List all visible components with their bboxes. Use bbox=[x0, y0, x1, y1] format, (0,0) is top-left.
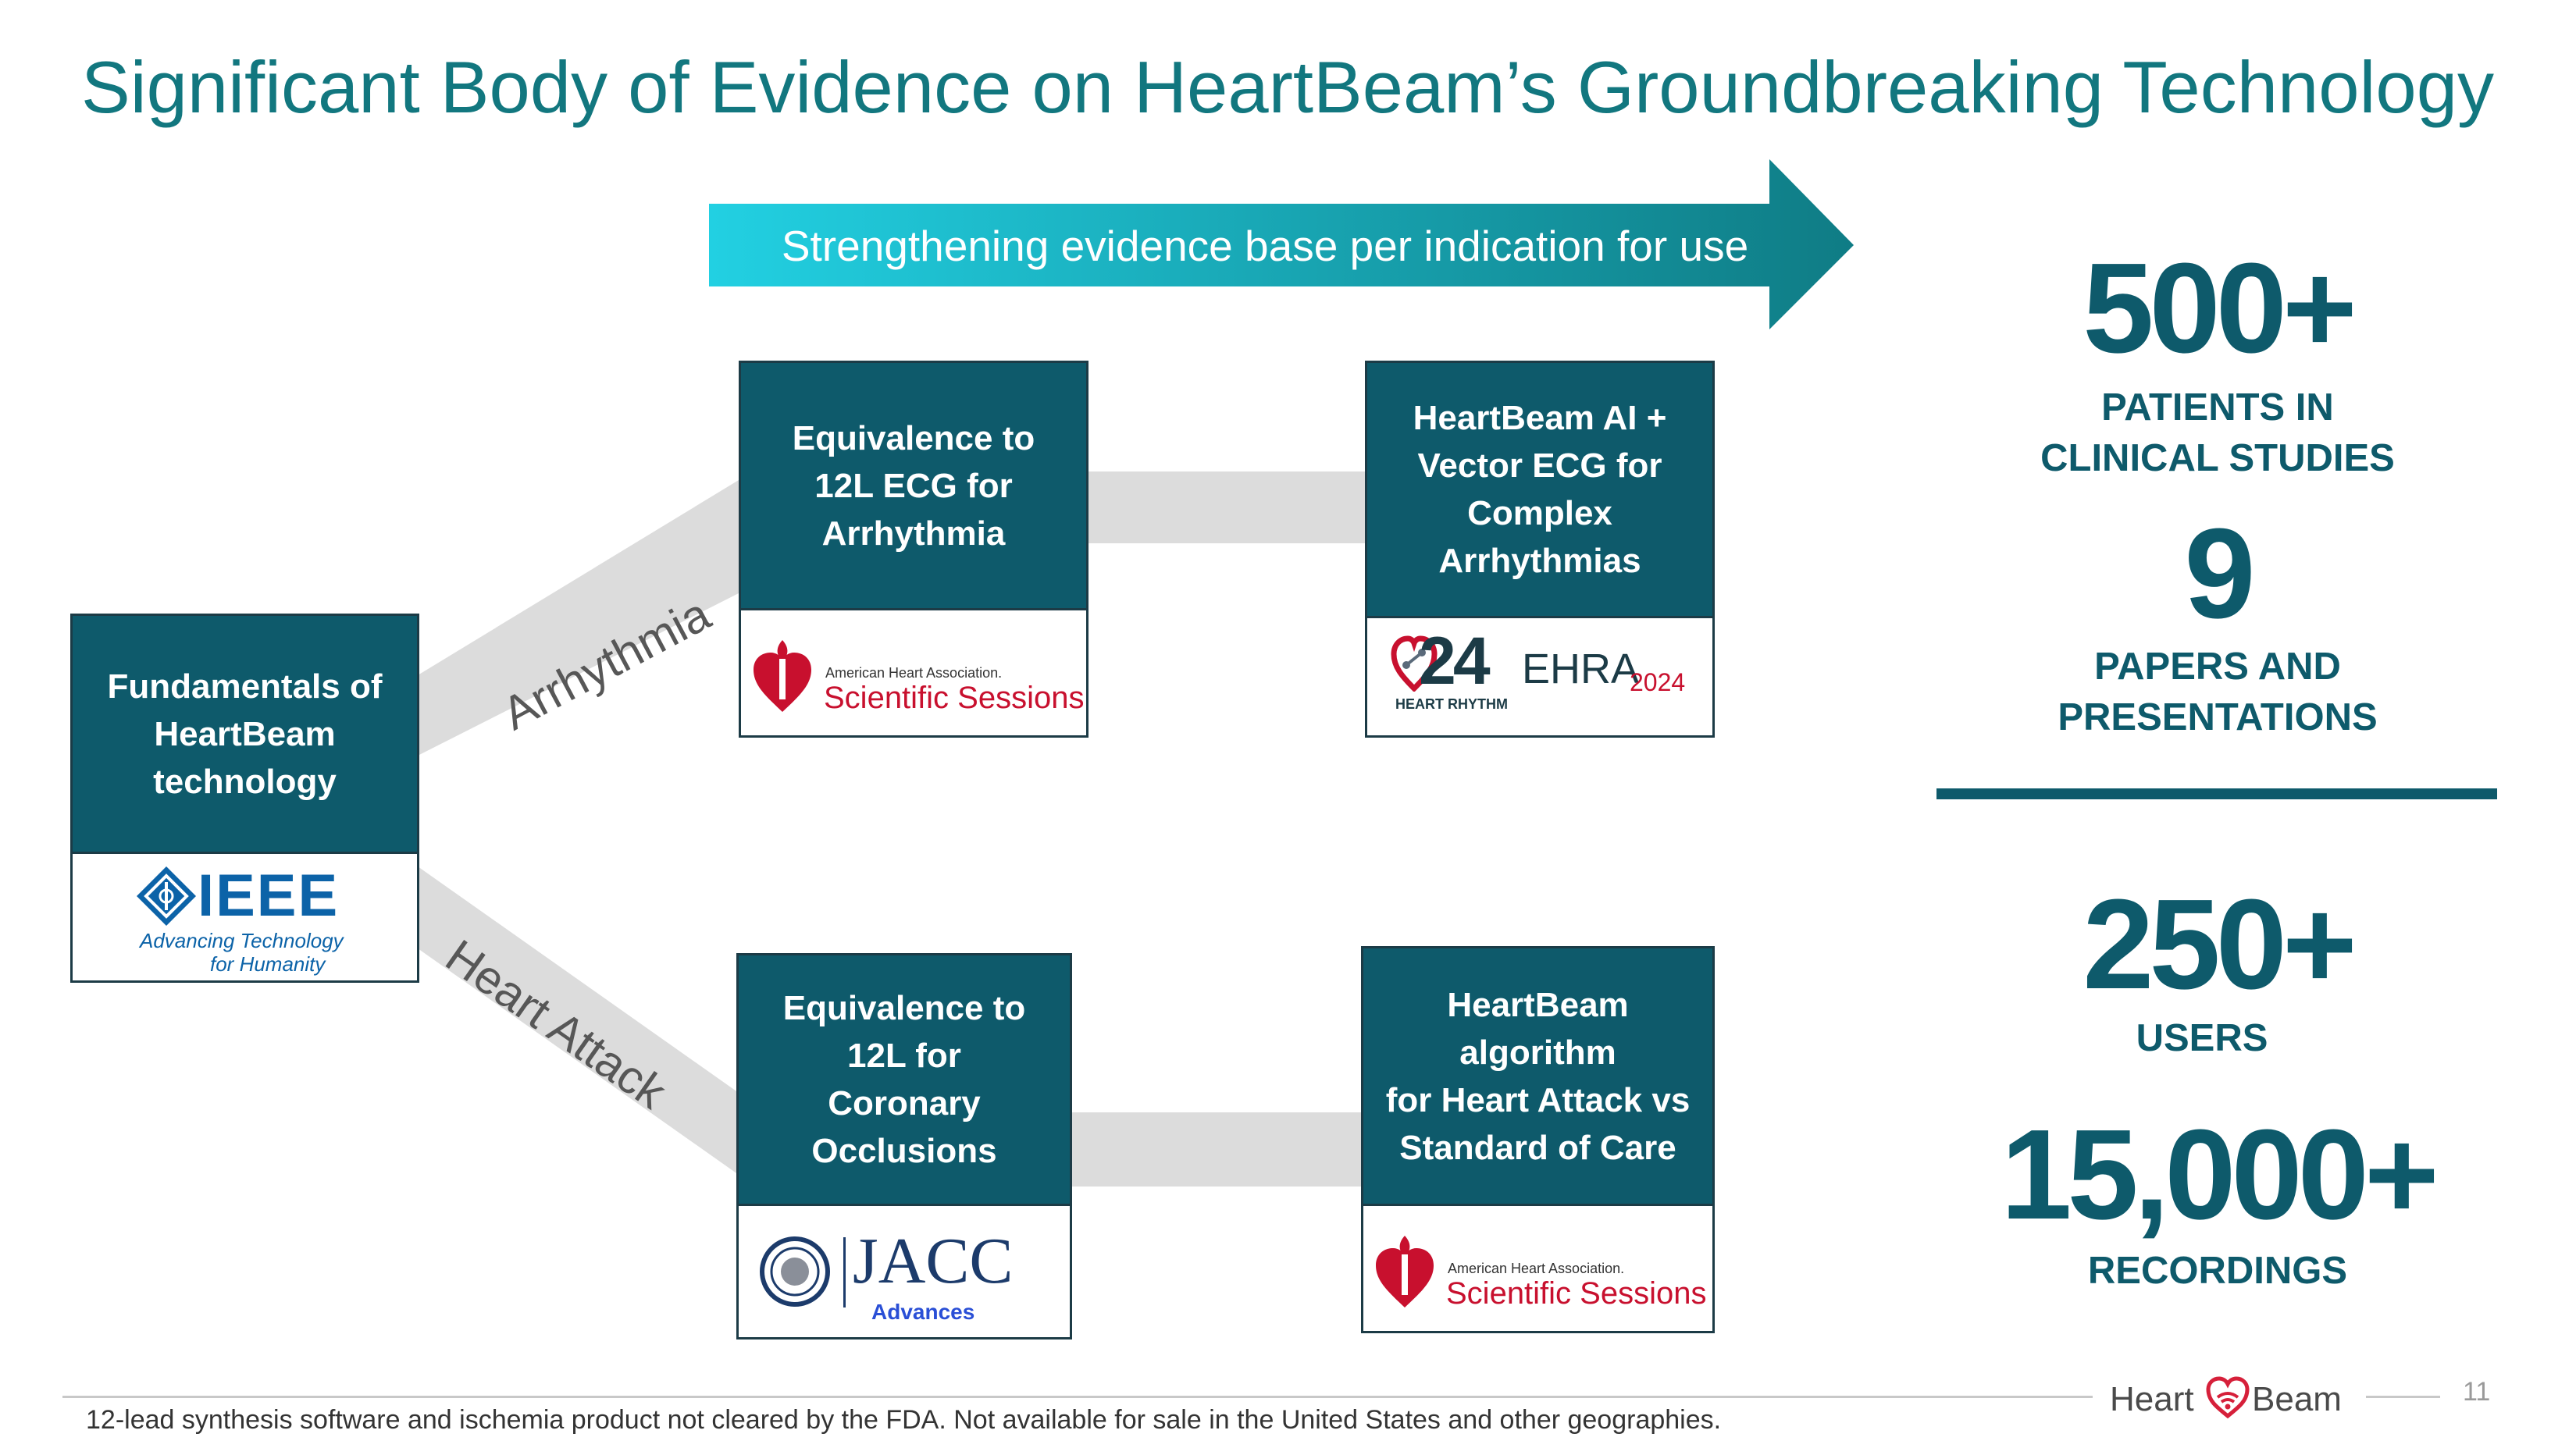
page-number: 11 bbox=[2463, 1377, 2491, 1407]
stat-users-label: USERS bbox=[2136, 1017, 2268, 1059]
jacc-name: JACC bbox=[853, 1225, 1014, 1297]
heart-wifi-icon bbox=[2206, 1376, 2250, 1419]
stat-patients-value: 500+ bbox=[2083, 237, 2357, 379]
heart-rhythm-name: HEART RHYTHM bbox=[1395, 696, 1508, 712]
band-arrhythmia bbox=[418, 480, 739, 756]
aha-org-bottom: American Heart Association. bbox=[1448, 1261, 1625, 1276]
box-equivalence-coronary: Equivalence to 12L for Coronary Occlusio… bbox=[736, 953, 1072, 1206]
aha-event-bottom: Scientific Sessions bbox=[1446, 1276, 1707, 1311]
box-fundamentals: Fundamentals of HeartBeam technology bbox=[70, 614, 419, 854]
brand-beam-text: Beam bbox=[2252, 1380, 2342, 1418]
arrow-label: Strengthening evidence base per indicati… bbox=[781, 222, 1749, 270]
heart-rhythm-number: 24 bbox=[1419, 624, 1491, 699]
stat-patients-label: PATIENTS IN CLINICAL STUDIES bbox=[2040, 386, 2395, 479]
heartbeam-logo: Heart Beam bbox=[2110, 1375, 2352, 1422]
ieee-tagline-1: Advancing Technology bbox=[140, 929, 344, 952]
jacc-sub: Advances bbox=[871, 1300, 975, 1324]
page-title: Significant Body of Evidence on HeartBea… bbox=[81, 46, 2494, 128]
ehra-year: 2024 bbox=[1630, 668, 1686, 696]
ieee-name: IEEE bbox=[198, 863, 340, 929]
aha-heart-torch-icon bbox=[1376, 1236, 1434, 1307]
stat-papers-label: PAPERS AND PRESENTATIONS bbox=[2058, 646, 2378, 738]
band-bottom-right bbox=[1068, 1112, 1361, 1187]
stat-recordings-label: RECORDINGS bbox=[2087, 1250, 2348, 1292]
stats-divider bbox=[1936, 788, 2497, 799]
box-equivalence-arrhythmia: Equivalence to 12L ECG for Arrhythmia bbox=[739, 361, 1088, 610]
evidence-arrow bbox=[709, 159, 1854, 329]
heart-rhythm-icon bbox=[1391, 635, 1438, 692]
ieee-logo: IEEE Advancing Technology for Humanity bbox=[70, 852, 419, 983]
aha-heart-torch-icon bbox=[754, 640, 811, 712]
stat-recordings-value: 15,000+ bbox=[2001, 1103, 2439, 1246]
stat-users-value: 250+ bbox=[2083, 873, 2357, 1016]
band-heart-attack bbox=[418, 866, 739, 1175]
brand-heart-text: Heart bbox=[2110, 1380, 2194, 1418]
footer-rule-left bbox=[62, 1396, 2093, 1398]
aha-event-top: Scientific Sessions bbox=[824, 681, 1085, 715]
footnote: 12-lead synthesis software and ischemia … bbox=[86, 1405, 1722, 1435]
jacc-seal-icon bbox=[760, 1236, 830, 1307]
aha-logo-bottom: American Heart Association. Scientific S… bbox=[1361, 1204, 1715, 1333]
jacc-logo: JACC Advances bbox=[736, 1204, 1072, 1339]
band-top-right bbox=[1085, 471, 1366, 543]
jacc-divider bbox=[843, 1237, 846, 1307]
stat-papers-value: 9 bbox=[2184, 502, 2255, 645]
ieee-tagline-2: for Humanity bbox=[210, 952, 326, 976]
ehra-name: EHRA bbox=[1522, 646, 1640, 692]
aha-org-top: American Heart Association. bbox=[825, 665, 1003, 681]
aha-logo-top: American Heart Association. Scientific S… bbox=[739, 608, 1088, 738]
footer-rule-right bbox=[2366, 1396, 2440, 1398]
heart-rhythm-ehra-logo: 24 HEART RHYTHM EHRA 2024 bbox=[1365, 616, 1715, 738]
ieee-diamond-icon bbox=[137, 866, 196, 926]
box-ai-vector-ecg: HeartBeam AI + Vector ECG for Complex Ar… bbox=[1365, 361, 1715, 618]
box-heartbeam-algorithm: HeartBeam algorithm for Heart Attack vs … bbox=[1361, 946, 1715, 1206]
